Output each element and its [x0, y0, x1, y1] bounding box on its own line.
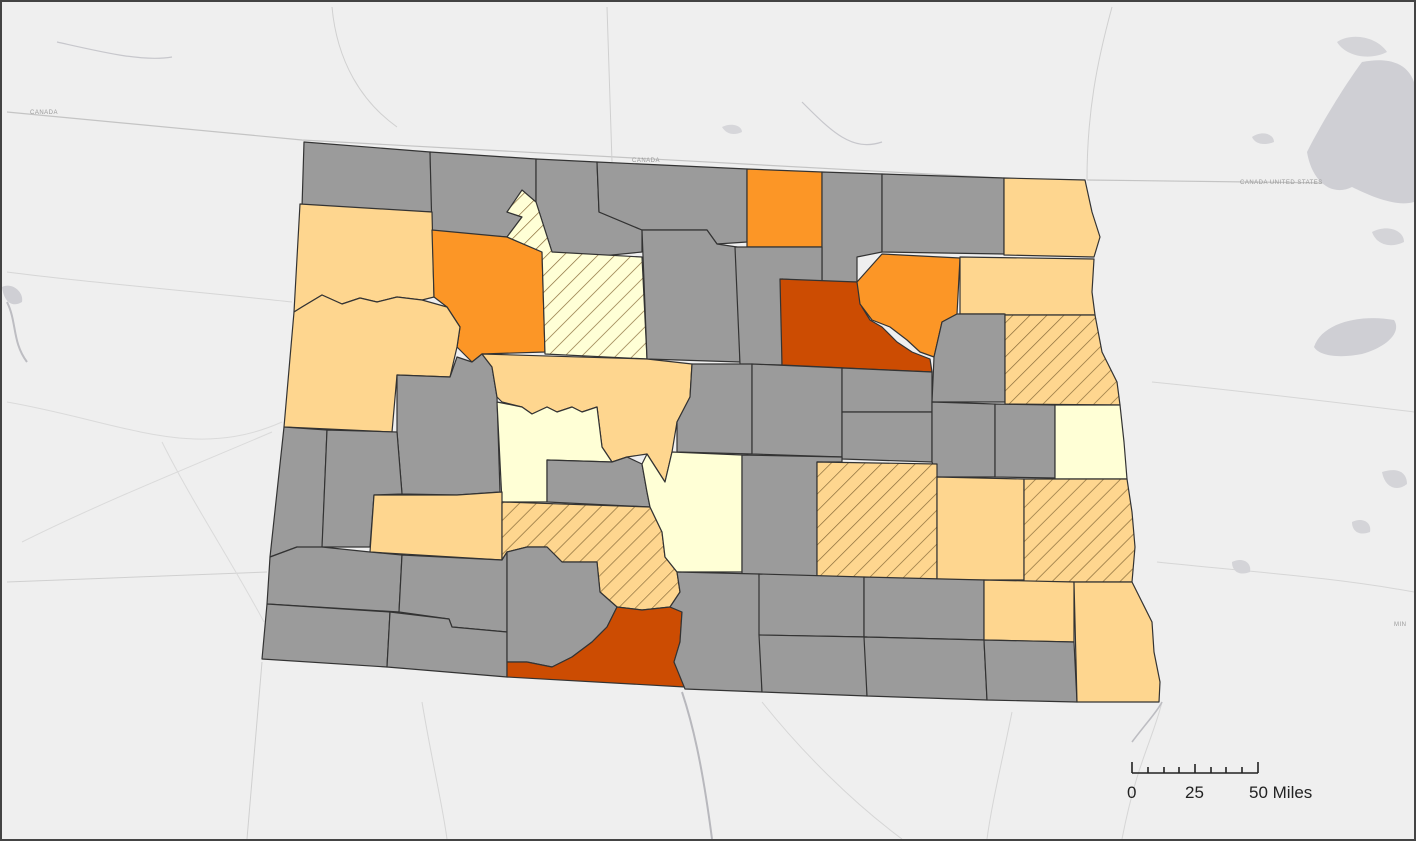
basemap-label-canada-west: CANADA [30, 110, 58, 116]
scale-label-0: 0 [1127, 783, 1136, 802]
lake-shape [1372, 228, 1404, 246]
boundary-line [6, 271, 293, 303]
county-ramsey[interactable] [856, 253, 961, 358]
county-logan[interactable] [758, 573, 865, 638]
county-richland[interactable] [1073, 581, 1161, 703]
boundary-line [421, 701, 448, 839]
lake-shape [1337, 36, 1387, 57]
lake-shape [1232, 560, 1251, 574]
scale-bar: 0 25 50 Miles [1127, 762, 1312, 802]
county-mckenzie[interactable] [283, 294, 461, 433]
county-traill[interactable] [1054, 404, 1128, 480]
lake-shape [1382, 470, 1407, 488]
boundary-line [761, 701, 903, 839]
basemap-label-minnesota-edge: MIN [1394, 622, 1407, 628]
river-line [681, 691, 713, 839]
boundary-line [1151, 381, 1414, 413]
county-cass[interactable] [1023, 478, 1136, 583]
scale-label-25: 25 [1185, 783, 1204, 802]
boundary-line [986, 711, 1013, 839]
boundary-line [21, 431, 273, 543]
county-walsh[interactable] [959, 256, 1096, 316]
scale-label-50-miles: 50 Miles [1249, 783, 1312, 802]
scale-bar-line [1131, 762, 1259, 774]
county-stutsman[interactable] [816, 461, 938, 581]
county-ransom[interactable] [983, 579, 1075, 643]
county-slope[interactable] [266, 546, 403, 613]
county-rolette[interactable] [746, 168, 823, 248]
county-divide[interactable] [301, 141, 433, 213]
basemap: CANADA CANADA CANADA UNITED STATES MIN [2, 6, 1414, 839]
county-mcintosh[interactable] [758, 634, 868, 697]
county-oliver[interactable] [546, 456, 651, 508]
lake-shape [2, 285, 23, 305]
county-eddy[interactable] [841, 367, 933, 413]
county-ward[interactable] [506, 189, 648, 360]
county-mchenry[interactable] [641, 229, 741, 363]
county-burleigh[interactable] [641, 451, 743, 573]
county-lamoure[interactable] [863, 576, 985, 641]
boundary-line [6, 571, 268, 583]
lake-shape [722, 124, 742, 135]
boundary-line [331, 6, 398, 128]
lake-shape [1307, 60, 1414, 204]
county-golden-valley[interactable] [269, 426, 328, 558]
river-line [56, 41, 173, 59]
river-line [1131, 701, 1163, 743]
county-emmons[interactable] [669, 571, 763, 693]
county-cavalier[interactable] [881, 173, 1005, 255]
lake-shape [1352, 520, 1371, 534]
boundary-line [1156, 561, 1414, 593]
county-nelson[interactable] [931, 313, 1006, 403]
county-foster[interactable] [841, 411, 933, 463]
lake-shape [1252, 133, 1274, 145]
lake-shape [1314, 318, 1397, 357]
county-sargent[interactable] [983, 639, 1078, 703]
boundary-line [1121, 701, 1163, 839]
boundary-line [6, 401, 283, 440]
boundary-line [161, 441, 265, 623]
county-stark[interactable] [369, 491, 503, 561]
river-line [801, 101, 883, 146]
county-williams[interactable] [293, 203, 435, 313]
county-grand-forks[interactable] [1004, 314, 1121, 406]
county-wells[interactable] [751, 363, 843, 458]
boundary-line [246, 661, 263, 839]
boundary-line [1086, 6, 1113, 181]
basemap-label-canada-united-states: CANADA UNITED STATES [1240, 180, 1323, 186]
river-line [6, 301, 28, 363]
county-layer [261, 141, 1161, 703]
county-dickey[interactable] [863, 636, 988, 701]
county-bowman[interactable] [261, 603, 391, 668]
county-pembina[interactable] [1003, 177, 1101, 258]
boundary-line [606, 6, 613, 163]
basemap-label-canada-mid: CANADA [632, 158, 660, 164]
county-steele[interactable] [994, 403, 1056, 479]
county-barnes[interactable] [936, 476, 1025, 581]
county-griggs[interactable] [931, 401, 996, 478]
